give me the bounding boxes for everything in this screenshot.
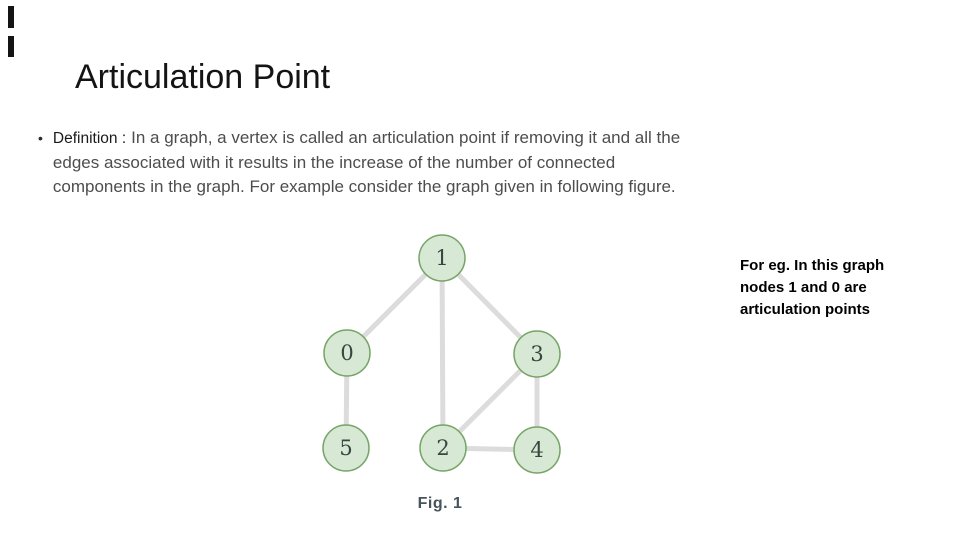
graph-node-label-4: 4 — [530, 438, 543, 462]
annotation-note: For eg. In this graph nodes 1 and 0 are … — [740, 255, 884, 321]
definition-line: components in the graph. For example con… — [52, 177, 676, 196]
definition-line: edges associated with it results in the … — [52, 153, 616, 172]
screen-edge-artifact — [8, 36, 14, 57]
annotation-line: nodes 1 and 0 are — [740, 279, 867, 296]
graph-edge-1-2 — [439, 257, 446, 449]
annotation-line: For eg. In this graph — [740, 257, 885, 274]
definition-label: Definition : — [52, 130, 127, 147]
bullet-icon: • — [38, 130, 43, 146]
graph-node-5 — [322, 424, 370, 472]
slide-title: Articulation Point — [75, 58, 331, 96]
figure-caption: Fig. 1 — [417, 495, 463, 512]
graph-node-3 — [513, 330, 561, 378]
graph-node-label-2: 2 — [436, 436, 449, 460]
graph-node-4 — [513, 426, 561, 474]
graph-node-0 — [323, 329, 371, 377]
graph-diagram: 1 0 3 5 2 4 — [322, 234, 561, 474]
definition-bullet-item: • Definition :In a graph, a vertex is ca… — [38, 126, 680, 199]
graph-node-label-1: 1 — [435, 246, 448, 270]
annotation-line: articulation points — [740, 301, 871, 318]
screen-edge-artifact — [8, 6, 14, 28]
graph-node-label-0: 0 — [340, 341, 353, 365]
graph-node-2 — [419, 424, 467, 472]
graph-figure: 1 0 3 5 2 4 Fig. 1 — [280, 225, 600, 513]
graph-node-label-3: 3 — [530, 342, 543, 366]
graph-node-1 — [418, 234, 466, 282]
definition-paragraph: Definition :In a graph, a vertex is call… — [53, 126, 680, 199]
definition-text-1: In a graph, a vertex is called an articu… — [131, 128, 681, 147]
definition-line: Definition :In a graph, a vertex is call… — [53, 126, 680, 151]
graph-node-label-5: 5 — [339, 436, 352, 460]
